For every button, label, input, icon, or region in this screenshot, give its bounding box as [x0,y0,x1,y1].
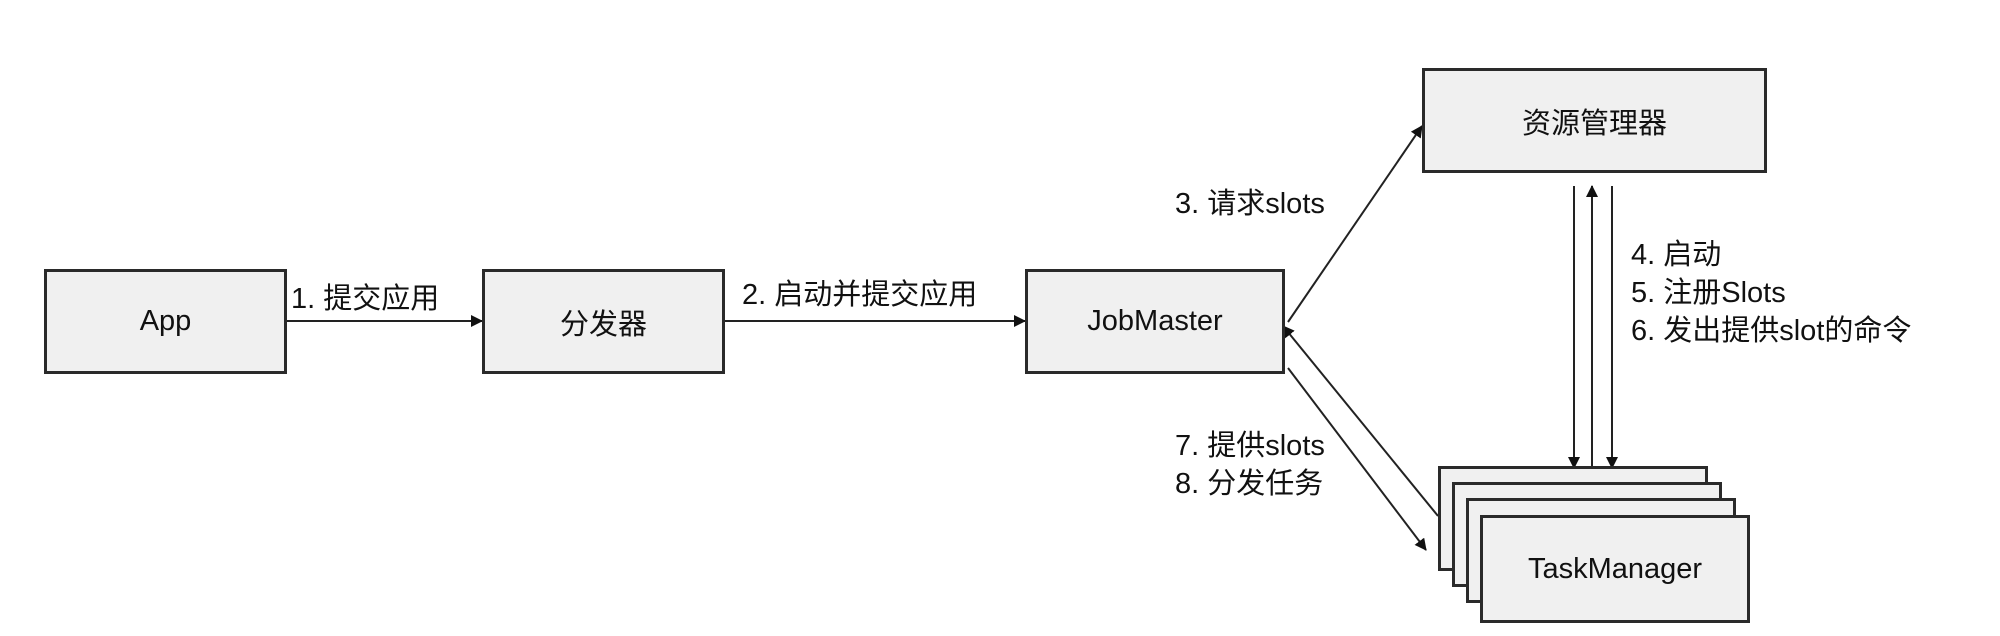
edge-label-start: 4. 启动 [1631,239,1722,271]
edge-label-register-slots: 5. 注册Slots [1631,277,1786,309]
edge-label-rm-tm: 4. 启动 5. 注册Slots 6. 发出提供slot的命令 [1631,236,1911,350]
edge-label-offer-slot-command: 6. 发出提供slot的命令 [1631,315,1912,347]
jobmaster-label: JobMaster [1087,305,1223,337]
dispatcher-box: 分发器 [482,269,725,374]
jobmaster-box: JobMaster [1025,269,1285,374]
edge-label-offer-slots: 7. 提供slots [1175,430,1325,462]
resource-manager-box: 资源管理器 [1422,68,1767,173]
edge-label-submit-app: 1. 提交应用 [291,283,440,315]
resource-manager-label: 资源管理器 [1521,107,1667,140]
arrow-jobmaster-to-resource-manager [1287,125,1423,323]
app-label: App [139,305,192,337]
dispatcher-label: 分发器 [559,308,647,341]
edge-label-start-and-submit: 2. 启动并提交应用 [742,279,978,311]
edge-label-request-slots: 3. 请求slots [1175,188,1325,220]
arrow-tm-to-jobmaster [1282,325,1439,517]
edge-label-dispatch-tasks: 8. 分发任务 [1175,468,1324,500]
edge-label-tm-jm: 7. 提供slots 8. 分发任务 [1175,427,1325,503]
taskmanager-box: TaskManager [1480,515,1750,623]
app-box: App [44,269,287,374]
arrow-jobmaster-to-tm [1287,367,1427,551]
taskmanager-label: TaskManager [1527,552,1703,585]
